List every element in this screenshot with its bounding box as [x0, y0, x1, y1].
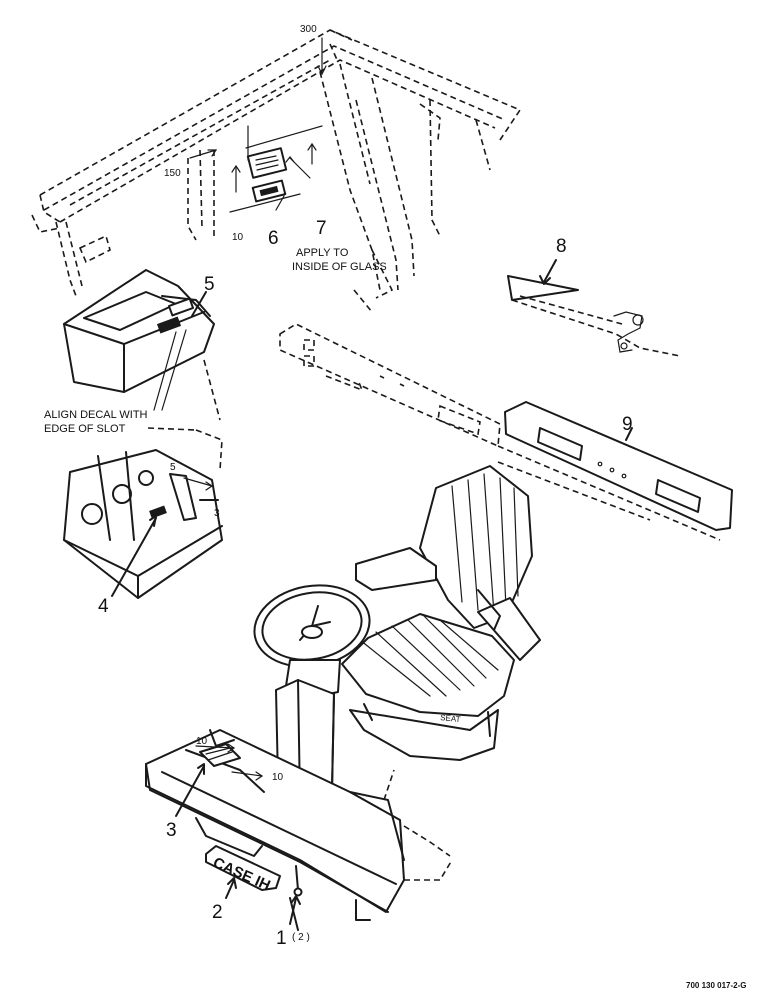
document-number: 700 130 017-2-G	[686, 981, 747, 990]
callout-labels: 1 ( 2 ) 2 3 3 4 5 5 6 7 8 9	[98, 218, 633, 949]
decal-4-shape	[149, 505, 167, 519]
svg-text:SEAT: SEAT	[440, 713, 461, 724]
console-panel-dashed	[279, 323, 721, 541]
callout-7: 7	[316, 218, 327, 239]
glass-decal-area	[189, 37, 327, 213]
leader-6	[275, 195, 285, 211]
upper-console	[63, 269, 223, 471]
case-ih-logo-decal	[205, 845, 281, 891]
note-slot-line2: EDGE OF SLOT	[44, 423, 126, 435]
dim-150-leader	[189, 149, 217, 159]
callout-1: 1	[276, 928, 287, 949]
decal-5-upper-shape	[156, 316, 182, 334]
callout-2: 2	[212, 902, 223, 923]
leader-slot-align-b	[161, 329, 187, 411]
dim-ref-line-bottom	[229, 193, 301, 213]
decal-8-shape	[507, 275, 579, 301]
dim-10-floor-b-line	[231, 771, 263, 777]
dimension-labels: 300 150 10 10 10	[164, 24, 317, 783]
decal-1-marker	[293, 887, 303, 897]
callout-6: 6	[268, 228, 279, 249]
callout-1-qty: ( 2 )	[292, 932, 310, 943]
callout-3-floor: 3	[166, 820, 177, 841]
lower-console	[63, 449, 223, 599]
dim-ref-line-top	[245, 125, 323, 149]
dim-10-floor-b: 10	[272, 772, 284, 783]
leader-9	[625, 427, 633, 441]
instruction-notes: APPLY TO INSIDE OF GLASS ALIGN DECAL WIT…	[44, 247, 387, 435]
leader-3-floor	[175, 765, 205, 817]
dim-300: 300	[300, 24, 317, 35]
callout-4: 4	[98, 596, 109, 617]
dim-150: 150	[164, 168, 181, 179]
leader-5-lower	[183, 477, 213, 487]
leader-slot-align-a	[153, 331, 177, 411]
leader-1	[289, 897, 297, 925]
dim-10-floor-a: 10	[196, 736, 208, 747]
note-glass-line1: APPLY TO	[296, 247, 349, 259]
decal-9-panel	[504, 401, 733, 531]
note-glass-line2: INSIDE OF GLASS	[292, 261, 387, 273]
note-slot-line1: ALIGN DECAL WITH	[44, 409, 148, 421]
callout-5-lower: 5	[170, 462, 176, 473]
leader-8	[543, 259, 557, 283]
cab-roof-frame	[31, 29, 522, 313]
dim-10-cab: 10	[232, 232, 244, 243]
callout-3-console: 3	[214, 508, 220, 519]
item-8-bracket	[507, 259, 681, 357]
leader-4	[111, 517, 157, 597]
operator-seat: SEAT	[341, 465, 541, 761]
leader-2	[225, 879, 235, 899]
dim-10-floor-a-line	[195, 745, 235, 749]
decal-9-shape	[504, 401, 733, 531]
callout-9: 9	[622, 414, 633, 435]
callout-8: 8	[556, 236, 567, 257]
callout-5-upper: 5	[204, 274, 215, 295]
leader-5-upper	[191, 291, 207, 317]
